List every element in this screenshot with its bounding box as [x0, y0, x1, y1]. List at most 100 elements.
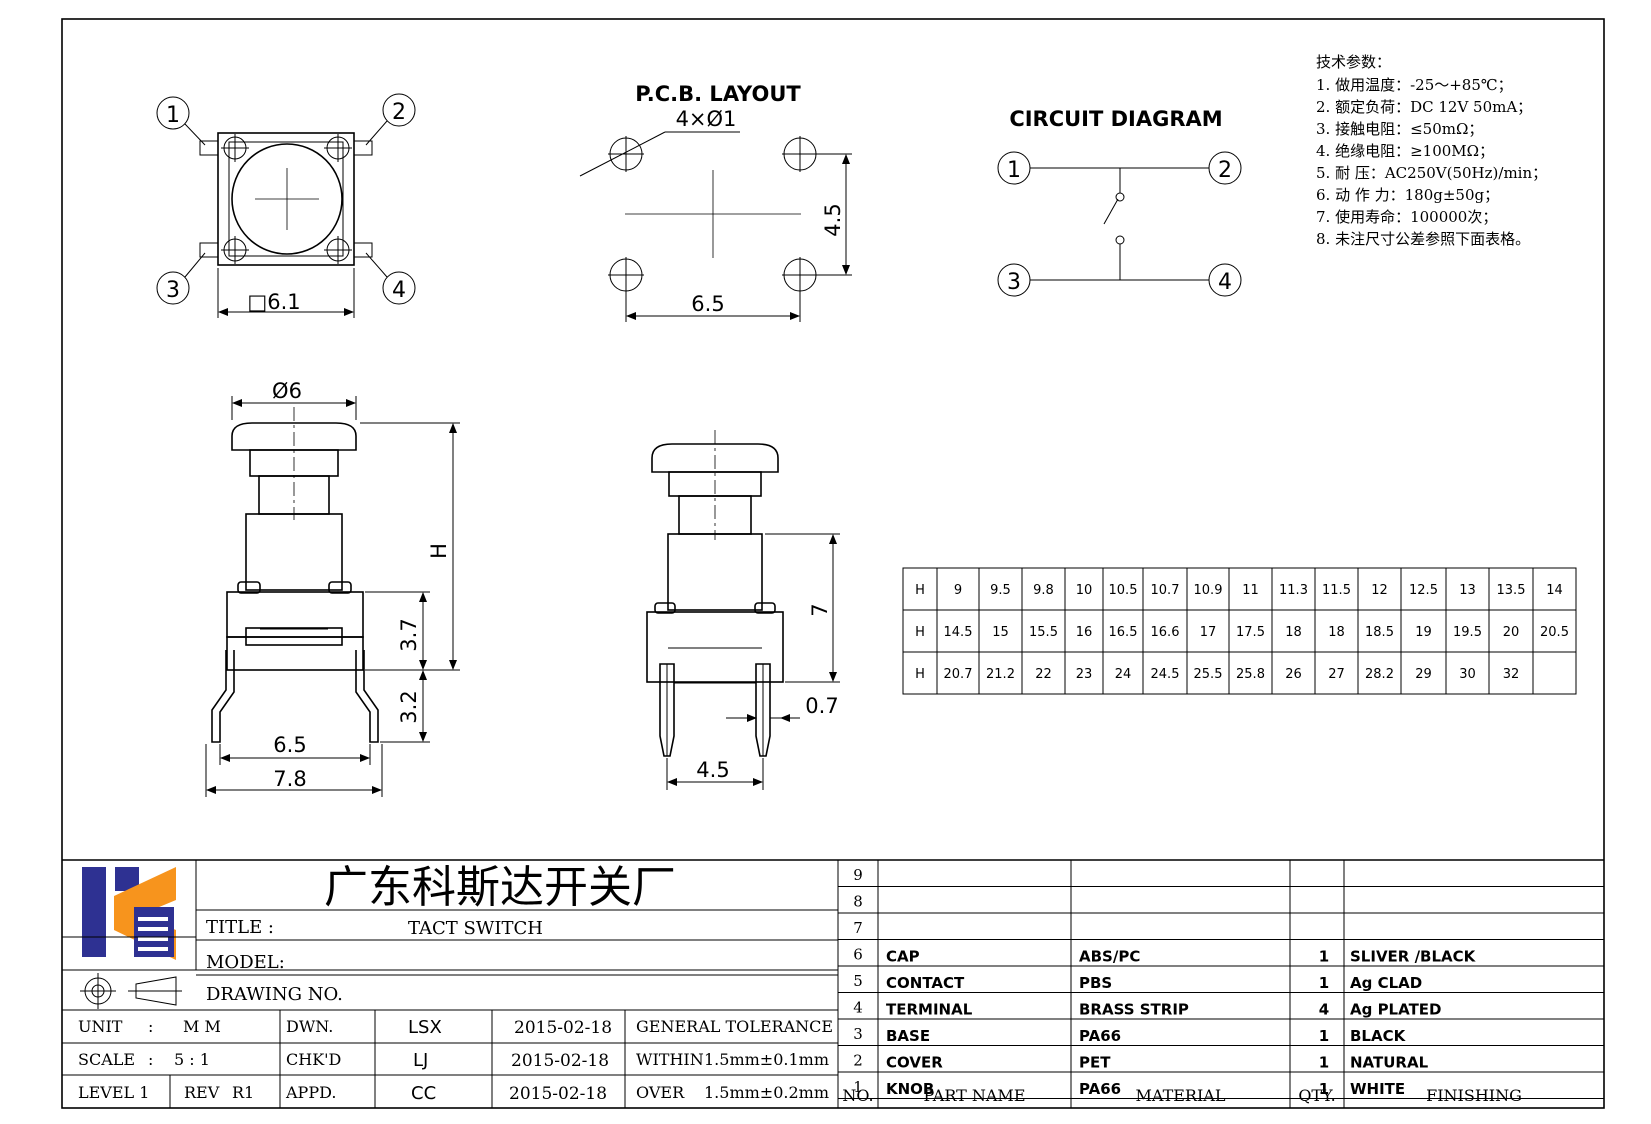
h-table-cell: 11 [1242, 583, 1259, 598]
dwn-date: 2015-02-18 [514, 1018, 612, 1038]
within-value: 1.5mm±0.1mm [704, 1050, 829, 1069]
h-table-cell: 17 [1200, 625, 1217, 640]
company-logo [82, 867, 176, 960]
h-table-cell: 10.5 [1109, 583, 1138, 598]
svg-text:4: 4 [1218, 270, 1232, 295]
title-label: TITLE : [206, 917, 274, 938]
mount-hole [324, 236, 352, 264]
bom-row-no: 5 [853, 972, 863, 990]
h-table-cell: 16 [1076, 625, 1093, 640]
h-table-cell: 16.5 [1109, 625, 1138, 640]
dim-overall-width: 7.8 [273, 767, 306, 791]
h-table-cell: 12 [1371, 583, 1388, 598]
h-table-cell: 32 [1503, 667, 1520, 682]
h-table-cell: 15.5 [1029, 625, 1058, 640]
h-table-cell: 14 [1546, 583, 1563, 598]
h-table-cell: 22 [1035, 667, 1052, 682]
dim-side-height: 7 [808, 603, 832, 616]
appd-date: 2015-02-18 [509, 1084, 607, 1104]
h-table-cell: 25.5 [1194, 667, 1223, 682]
over-label: OVER [636, 1083, 685, 1102]
bom-row-no: 6 [853, 946, 863, 964]
spec-item: 1. 做用温度：-25～+85℃； [1316, 76, 1513, 94]
pcb-hole [608, 257, 644, 293]
dim-pcb-width: 6.5 [691, 292, 724, 316]
dim-pin-span: 6.5 [273, 733, 306, 757]
pcb-hole [782, 257, 818, 293]
circuit-title: CIRCUIT DIAGRAM [1009, 107, 1222, 131]
h-table-cell: 24 [1115, 667, 1132, 682]
drawing-no-label: DRAWING NO. [206, 984, 343, 1005]
unit-label: UNIT [78, 1017, 123, 1036]
mount-hole [221, 236, 249, 264]
h-table-cell: 9.8 [1033, 583, 1054, 598]
dim-pin-width: 0.7 [805, 694, 838, 718]
h-table-cell: 13 [1459, 583, 1476, 598]
h-table-cell: 18 [1285, 625, 1302, 640]
scale-colon: : [148, 1050, 153, 1069]
scale-label: SCALE [78, 1050, 135, 1069]
spec-list: 技术参数： 1. 做用温度：-25～+85℃； 2. 额定负荷：DC 12V 5… [1316, 53, 1547, 248]
svg-text:2: 2 [392, 100, 406, 125]
pin-callout-4: 4 [365, 252, 416, 305]
h-table-cell: 23 [1076, 667, 1093, 682]
mount-hole [324, 134, 352, 162]
h-table-cell: 24.5 [1151, 667, 1180, 682]
side-view: 7 0.7 4.5 [646, 430, 840, 790]
spec-item: 7. 使用寿命：100000次； [1316, 208, 1497, 226]
dim-base-height: 3.7 [397, 618, 421, 651]
svg-text:2: 2 [1218, 158, 1232, 183]
h-table-cell: 19.5 [1453, 625, 1482, 640]
pin-callout-2: 2 [365, 93, 416, 146]
spec-item: 5. 耐 压：AC250V(50Hz)/min； [1316, 164, 1547, 182]
svg-text:3: 3 [166, 278, 180, 303]
drawing-border [61, 18, 1605, 1109]
h-table-cell: 26 [1285, 667, 1302, 682]
dwn-name: LSX [408, 1017, 442, 1038]
svg-text:4: 4 [392, 278, 406, 303]
h-table-cell: 20 [1503, 625, 1520, 640]
svg-text:1: 1 [1007, 158, 1021, 183]
h-table-cell: 11.3 [1279, 583, 1308, 598]
rev-value: R1 [232, 1083, 254, 1102]
h-table-cell: 9.5 [990, 583, 1011, 598]
h-table-cell: 18 [1328, 625, 1345, 640]
spec-item: 2. 额定负荷：DC 12V 50mA； [1316, 98, 1532, 116]
bom-row-no: 1 [853, 1078, 863, 1096]
projection-symbol [80, 973, 182, 1009]
company-name: 广东科斯达开关厂 [324, 862, 676, 913]
h-table-cell: 12.5 [1409, 583, 1438, 598]
bom-qty: 1 [1319, 1054, 1329, 1072]
chkd-label: CHK'D [286, 1050, 341, 1069]
bom-header-finishing: FINISHING [1426, 1086, 1522, 1105]
h-table-cell: 17.5 [1236, 625, 1265, 640]
pcb-layout: P.C.B. LAYOUT 4×Ø1 4.5 6.5 [579, 82, 852, 322]
bom-qty: 4 [1319, 1001, 1329, 1019]
spec-item: 3. 接触电阻：≤50mΩ； [1316, 120, 1483, 138]
level-label: LEVEL 1 [78, 1083, 149, 1102]
bom-finishing: WHITE [1350, 1080, 1405, 1098]
bom-row-no: 4 [853, 999, 863, 1017]
h-table-cell: 10.9 [1194, 583, 1223, 598]
bom-finishing: SLIVER /BLACK [1350, 948, 1477, 966]
spec-item: 6. 动 作 力：180g±50g； [1316, 186, 1499, 204]
h-table-cell: 10 [1076, 583, 1093, 598]
bom-qty: 1 [1319, 974, 1329, 992]
spec-item: 8. 未注尺寸公差参照下面表格。 [1316, 230, 1530, 248]
spec-item: 4. 绝缘电阻：≥100MΩ； [1316, 142, 1494, 160]
bom-finishing: NATURAL [1350, 1054, 1429, 1072]
svg-text:1: 1 [166, 103, 180, 128]
top-view: 1 2 3 4 □6.1 [156, 93, 416, 318]
bom-header-qty: QTY. [1298, 1086, 1335, 1105]
bom-header-no: NO. [842, 1086, 873, 1105]
h-table-cell: 18.5 [1365, 625, 1394, 640]
h-table-cell: H [915, 583, 925, 598]
bom-finishing: Ag PLATED [1350, 1001, 1442, 1019]
h-table-cell: H [915, 625, 925, 640]
dim-side-span: 4.5 [696, 758, 729, 782]
bom-row-no: 2 [853, 1052, 863, 1070]
bom-material: BRASS STRIP [1079, 1001, 1189, 1019]
tolerance-label: GENERAL TOLERANCE [636, 1017, 833, 1036]
h-table-cell: 29 [1415, 667, 1432, 682]
